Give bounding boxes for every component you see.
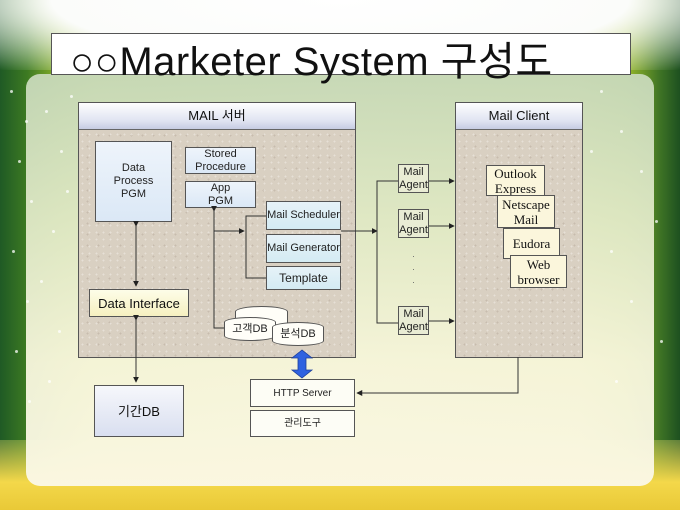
sparkle-dot xyxy=(26,300,29,303)
client-eudora[interactable]: Eudora xyxy=(503,228,560,259)
mail-agent-3[interactable]: Mail Agent xyxy=(398,306,429,335)
sparkle-dot xyxy=(60,150,63,153)
admin-tool[interactable]: 관리도구 xyxy=(250,410,355,437)
mail-scheduler[interactable]: Mail Scheduler xyxy=(266,201,341,230)
sparkle-dot xyxy=(590,150,593,153)
sparkle-dot xyxy=(12,250,15,253)
client-netscape-mail[interactable]: Netscape Mail xyxy=(497,195,555,228)
sparkle-dot xyxy=(25,120,28,123)
sparkle-dot xyxy=(18,160,21,163)
sparkle-dot xyxy=(70,95,73,98)
mail-agent-2[interactable]: Mail Agent xyxy=(398,209,429,238)
db-analysis[interactable]: 분석DB xyxy=(272,322,324,346)
mail-generator[interactable]: Mail Generator xyxy=(266,234,341,263)
stored-procedure[interactable]: Stored Procedure xyxy=(185,147,256,174)
sparkle-dot xyxy=(660,340,663,343)
sparkle-dot xyxy=(10,90,13,93)
app-pgm[interactable]: App PGM xyxy=(185,181,256,208)
agent-ellipsis: · · · xyxy=(412,251,415,287)
mail-client-header: Mail Client xyxy=(456,103,582,130)
sparkle-dot xyxy=(640,170,643,173)
core-db[interactable]: 기간DB xyxy=(94,385,184,437)
sparkle-dot xyxy=(615,380,618,383)
http-server[interactable]: HTTP Server xyxy=(250,379,355,407)
sparkle-dot xyxy=(610,250,613,253)
title-box xyxy=(51,33,631,75)
data-interface[interactable]: Data Interface xyxy=(89,289,189,317)
sparkle-dot xyxy=(48,380,51,383)
mail-server-header: MAIL 서버 xyxy=(79,103,355,130)
sparkle-dot xyxy=(30,200,33,203)
sparkle-dot xyxy=(58,330,61,333)
sparkle-dot xyxy=(40,280,43,283)
client-outlook-express[interactable]: Outlook Express xyxy=(486,165,545,196)
template[interactable]: Template xyxy=(266,266,341,290)
page-title: ○○Marketer System 구성도 xyxy=(70,40,553,84)
sparkle-dot xyxy=(45,110,48,113)
sparkle-dot xyxy=(600,90,603,93)
data-process-pgm[interactable]: Data Process PGM xyxy=(95,141,172,222)
sparkle-dot xyxy=(630,300,633,303)
sparkle-dot xyxy=(52,230,55,233)
sparkle-dot xyxy=(28,400,31,403)
client-web-browser[interactable]: Web browser xyxy=(510,255,567,288)
sparkle-dot xyxy=(655,220,658,223)
sparkle-dot xyxy=(15,350,18,353)
db-customer[interactable]: 고객DB xyxy=(224,317,276,341)
sparkle-dot xyxy=(66,190,69,193)
sparkle-dot xyxy=(620,130,623,133)
mail-agent-1[interactable]: Mail Agent xyxy=(398,164,429,193)
